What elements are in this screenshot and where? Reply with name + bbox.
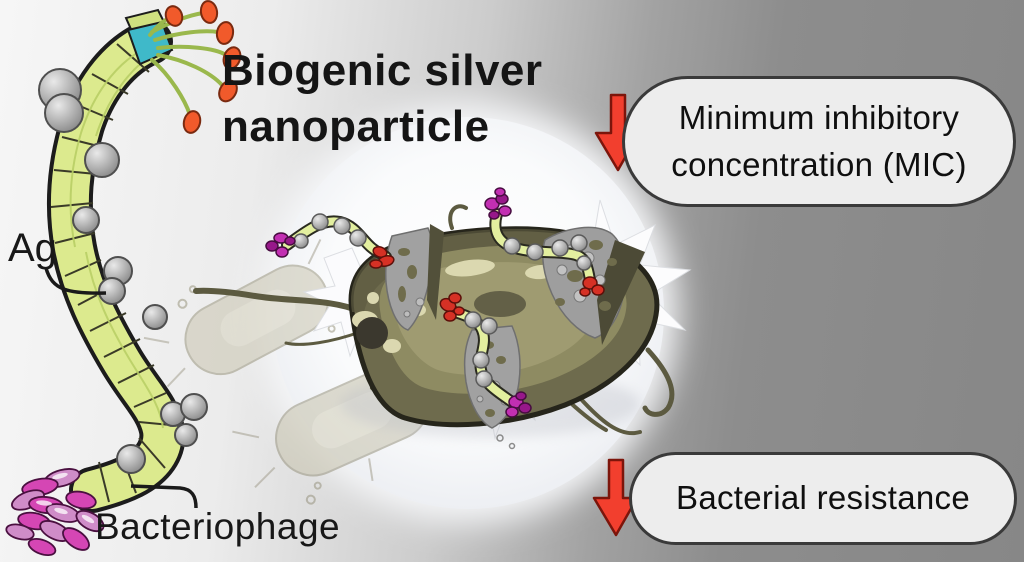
down-arrow-icon	[592, 458, 639, 537]
bacteriophage-connector-line	[130, 484, 198, 509]
phage-baseplate-red	[439, 292, 465, 322]
resistance-callout-line1: Bacterial resistance	[676, 479, 970, 517]
mic-callout-line1: Minimum inhibitory	[678, 98, 960, 136]
page-title: Biogenic silver nanoparticle	[222, 43, 543, 154]
phage-tail-segments	[50, 43, 182, 503]
ag-label: Ag	[8, 226, 57, 270]
page-title-line1: Biogenic silver	[222, 46, 543, 96]
bacteriophage-label: Bacteriophage	[95, 506, 341, 547]
fiber-highlights	[36, 472, 95, 524]
silver-nanoparticles	[38, 68, 208, 474]
phage-fibers-magenta	[484, 187, 512, 220]
attacking-phage-bottom	[439, 292, 532, 418]
bacterium-pole-spot	[356, 317, 388, 349]
phage-baseplate-red	[579, 276, 605, 297]
bacterium-illustration	[348, 224, 660, 450]
attacking-phage-left	[265, 213, 395, 269]
phage-top-fibers	[148, 0, 242, 134]
page-title-line2: nanoparticle	[222, 101, 490, 151]
phage-fibers-magenta	[505, 391, 532, 418]
mic-callout: Minimum inhibitory concentration (MIC)	[622, 76, 1016, 207]
phage-bottom-fibers-pink	[5, 468, 105, 557]
fiber-tips-orange	[164, 0, 242, 134]
ag-connector-line	[44, 267, 107, 295]
attacking-phage-top	[484, 187, 605, 297]
resistance-callout: Bacterial resistance	[629, 452, 1017, 545]
membrane-crack-left	[385, 224, 444, 331]
bacteriophage-illustration	[5, 0, 242, 557]
phage-fibers-magenta	[265, 232, 296, 258]
mic-callout-line2: concentration (MIC)	[671, 145, 967, 183]
phage-tail	[50, 23, 182, 509]
phage-collar	[126, 20, 174, 66]
phage-baseplate-red	[369, 245, 395, 269]
